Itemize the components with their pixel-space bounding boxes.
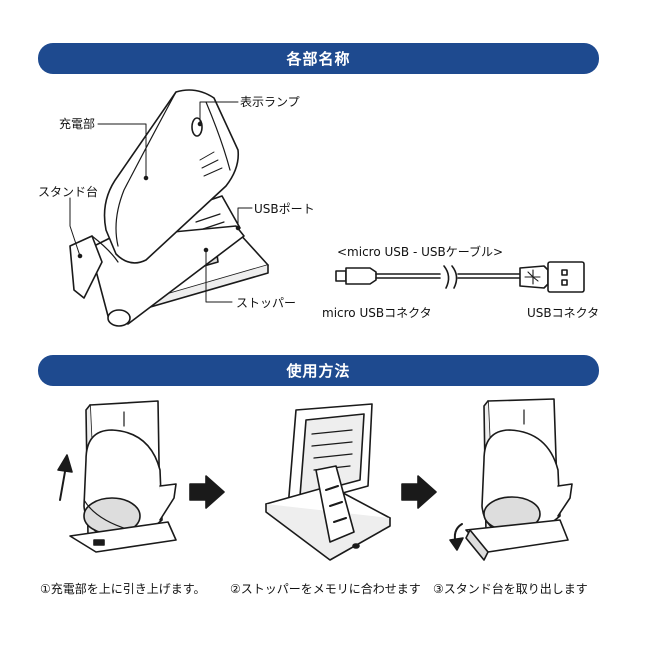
label-indicator-lamp: 表示ランプ bbox=[240, 95, 300, 109]
label-charging-part: 充電部 bbox=[59, 117, 96, 131]
step1-caption: ①充電部を上に引き上げます。 bbox=[40, 582, 206, 596]
step3-illustration bbox=[449, 398, 573, 561]
step3-caption: ③スタンド台を取り出します bbox=[433, 582, 588, 596]
label-stopper: ストッパー bbox=[236, 296, 297, 310]
label-micro-usb-connector: micro USBコネクタ bbox=[322, 306, 432, 320]
parts-section-title: 各部名称 bbox=[286, 50, 351, 68]
step1-illustration bbox=[57, 400, 177, 553]
usage-section-banner: 使用方法 bbox=[38, 355, 599, 386]
label-stand-base: スタンド台 bbox=[38, 185, 99, 199]
usage-section-title: 使用方法 bbox=[286, 362, 351, 380]
cable-title: <micro USB - USBケーブル> bbox=[337, 245, 504, 259]
next-arrow-2 bbox=[401, 475, 437, 509]
usb-cable-illustration bbox=[335, 261, 585, 293]
next-arrow-1 bbox=[189, 475, 225, 509]
label-usb-connector: USBコネクタ bbox=[527, 306, 600, 320]
label-usb-port: USBポート bbox=[254, 202, 315, 216]
step2-illustration bbox=[265, 403, 391, 561]
step2-caption: ②ストッパーをメモリに合わせます bbox=[230, 582, 421, 596]
parts-section-banner: 各部名称 bbox=[38, 43, 599, 74]
